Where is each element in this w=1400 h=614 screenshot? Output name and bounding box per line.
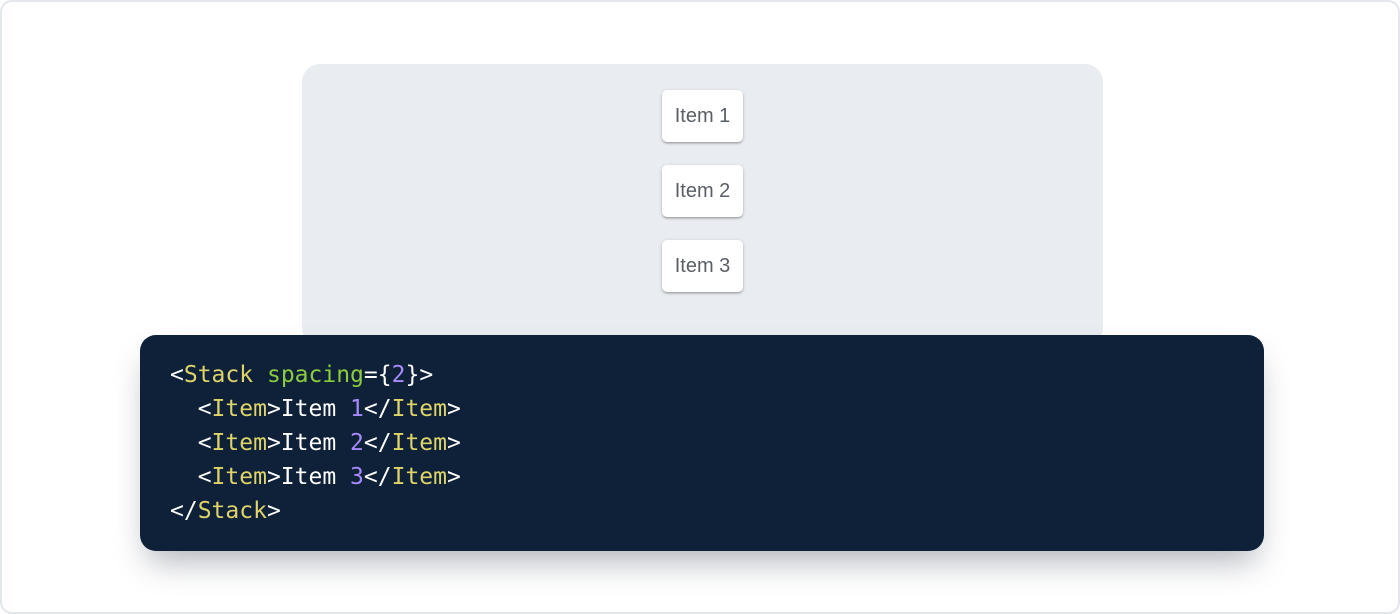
stack-item-label: Item 2 [675, 180, 731, 203]
stack-item-card: Item 2 [662, 165, 743, 217]
stack-item-label: Item 3 [675, 255, 731, 278]
demo-preview-panel: Item 1 Item 2 Item 3 [302, 64, 1103, 346]
stack-item-label: Item 1 [675, 105, 731, 128]
stack-item-card: Item 3 [662, 240, 743, 292]
code-line: <Item>Item 1</Item> [170, 392, 1234, 426]
stack-item-card: Item 1 [662, 90, 743, 142]
code-block: <Stack spacing={2}> <Item>Item 1</Item> … [140, 335, 1264, 551]
code-line: <Item>Item 3</Item> [170, 460, 1234, 494]
code-line: <Stack spacing={2}> [170, 358, 1234, 392]
code-line: <Item>Item 2</Item> [170, 426, 1234, 460]
code-line: </Stack> [170, 494, 1234, 528]
stack-demo: Item 1 Item 2 Item 3 [302, 64, 1103, 292]
code-content: <Stack spacing={2}> <Item>Item 1</Item> … [170, 358, 1234, 528]
